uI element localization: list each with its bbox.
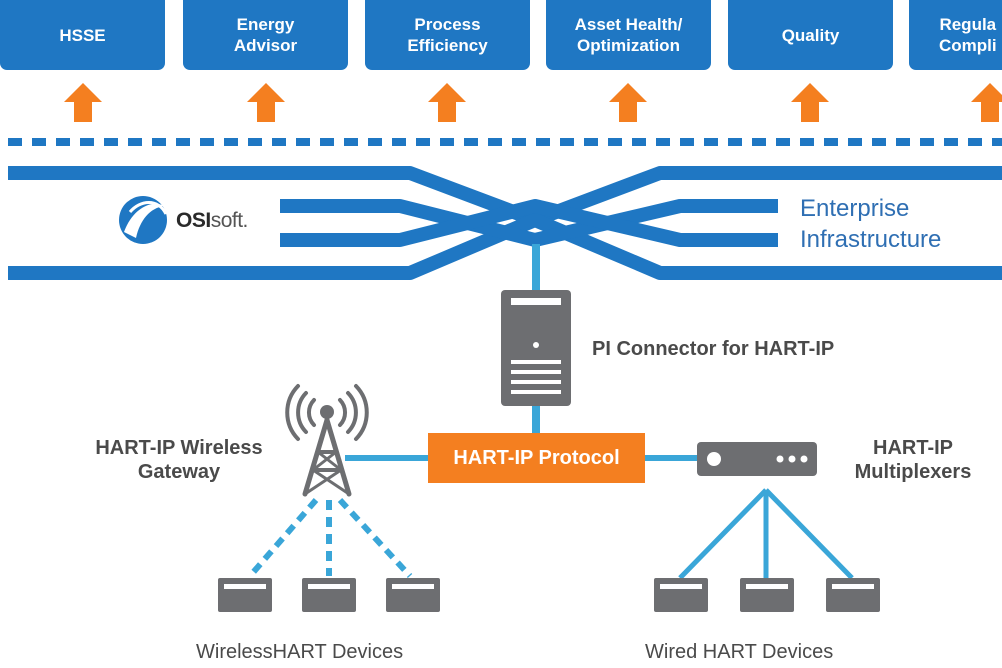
wireless-devices-label: WirelessHART Devices: [196, 641, 404, 663]
wired-links: [678, 488, 854, 580]
server-icon: [501, 290, 571, 406]
multiplexer-label: HART-IP Multiplexers: [854, 437, 972, 483]
box-hsse: HSSE: [0, 0, 165, 70]
multiplexer-icon: [697, 442, 817, 476]
wireless-devices: [218, 578, 440, 612]
arrow-icons: [64, 83, 1002, 122]
box-regulatory-compliance: Regula Compli: [909, 0, 1002, 70]
wireless-tower-icon: [285, 384, 369, 497]
up-arrow-icon: [971, 83, 1002, 122]
box-energy-advisor: Energy Advisor: [183, 0, 348, 70]
enterprise-infrastructure-label: Enterprise Infrastructure: [800, 195, 942, 253]
osisoft-logo-text: OSIsoft.: [176, 209, 248, 233]
up-arrow-icon: [791, 83, 829, 122]
device-icon: [218, 578, 272, 612]
device-icon: [740, 578, 794, 612]
device-icon: [654, 578, 708, 612]
wireless-links: [247, 497, 413, 579]
up-arrow-icon: [428, 83, 466, 122]
box-process-efficiency: Process Efficiency: [365, 0, 530, 70]
device-icon: [826, 578, 880, 612]
box-asset-health: Asset Health/ Optimization: [546, 0, 711, 70]
logo-rest: soft.: [210, 209, 249, 232]
device-icon: [302, 578, 356, 612]
wired-devices: [654, 578, 880, 612]
up-arrow-icon: [247, 83, 285, 122]
up-arrow-icon: [609, 83, 647, 122]
osisoft-logo-icon: [119, 196, 168, 244]
box-quality: Quality: [728, 0, 893, 70]
up-arrow-icon: [64, 83, 102, 122]
tower-top-icon: [320, 405, 334, 419]
connector-label: PI Connector for HART-IP: [592, 338, 835, 360]
wired-devices-label: Wired HART Devices: [645, 641, 834, 663]
device-icon: [386, 578, 440, 612]
enterprise-lines: [8, 166, 1002, 280]
protocol-box: HART-IP Protocol: [428, 433, 645, 483]
gateway-label: HART-IP Wireless Gateway: [95, 437, 263, 483]
logo-bold: OSI: [176, 209, 211, 232]
